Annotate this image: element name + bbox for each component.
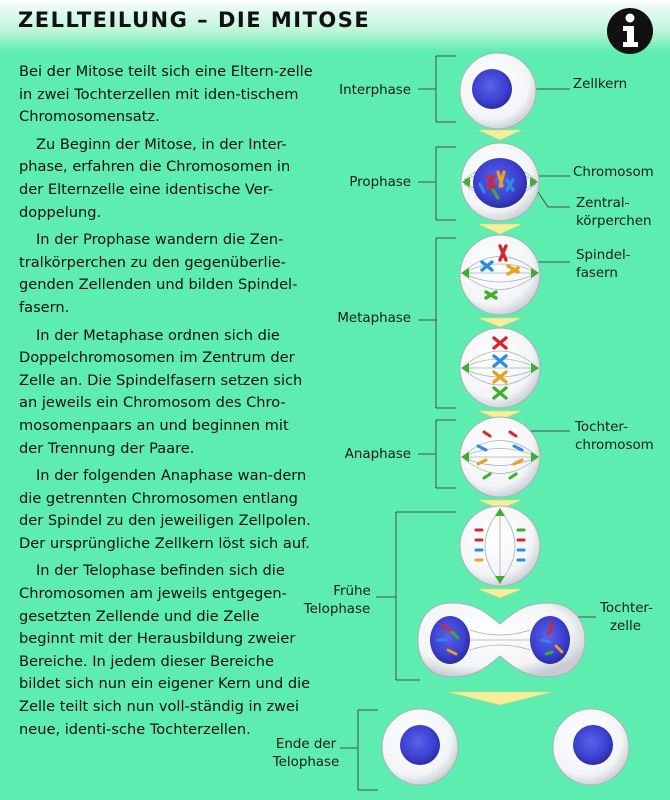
label-spindel-2: fasern [576, 266, 618, 281]
cell-metaphase-2 [459, 327, 541, 409]
cell-prophase [460, 142, 540, 222]
cell-early-telophase-upper [459, 505, 541, 587]
label-zentral-1: Zentral- [576, 196, 630, 211]
cell-early-telophase-dividing [417, 602, 586, 678]
nucleus [530, 616, 570, 664]
nucleus [573, 725, 613, 765]
body-text: Bei der Mitose teilt sich eine Eltern-ze… [19, 61, 314, 741]
stage-arrows [447, 129, 553, 706]
paragraph-metaphase: In der Metaphase ordnen sich die Doppelc… [19, 326, 303, 457]
cell-end-telophase-left [381, 708, 459, 786]
label-anaphase: Anaphase [345, 447, 411, 462]
nucleus [430, 616, 470, 664]
label-chromosom: Chromosom [573, 165, 654, 180]
label-tochterzelle-2: zelle [610, 619, 641, 634]
nucleus [472, 69, 512, 109]
paragraph-interphase: Zu Beginn der Mitose, in der Inter-phase… [19, 135, 291, 221]
label-prophase: Prophase [349, 175, 411, 190]
label-tochterzelle-1: Tochter- [599, 601, 653, 616]
paragraph-telophase: In der Telophase befinden sich die Chrom… [19, 562, 311, 738]
label-spindel-1: Spindel- [576, 248, 631, 263]
cell-anaphase [459, 416, 541, 498]
label-early-telophase-1: Frühe [333, 584, 370, 599]
cell-metaphase-1 [459, 234, 541, 316]
label-early-telophase-2: Telophase [303, 602, 370, 617]
paragraph-anaphase: In der folgenden Anaphase wan-dern die g… [19, 467, 311, 552]
paragraph-intro: Bei der Mitose teilt sich eine Eltern-ze… [19, 63, 313, 126]
nucleus [400, 725, 440, 765]
info-icon [607, 8, 653, 54]
paragraph-prophase: In der Prophase wandern die Zen-tralkörp… [19, 231, 298, 316]
label-tochterchromosom-1: Tochter- [574, 420, 628, 435]
label-zentral-2: körperchen [576, 214, 652, 229]
label-zellkern: Zellkern [573, 77, 627, 92]
cell-interphase [459, 52, 537, 130]
label-metaphase: Metaphase [337, 311, 411, 326]
page-title: ZELLTEILUNG – DIE MITOSE [18, 8, 371, 32]
label-interphase: Interphase [339, 83, 411, 98]
label-tochterchromosom-2: chromosom [575, 438, 654, 453]
header: ZELLTEILUNG – DIE MITOSE [0, 0, 670, 54]
label-end-telophase-2: Telophase [272, 755, 339, 770]
label-end-telophase-1: Ende der [276, 737, 337, 752]
cell-end-telophase-right [552, 708, 630, 786]
